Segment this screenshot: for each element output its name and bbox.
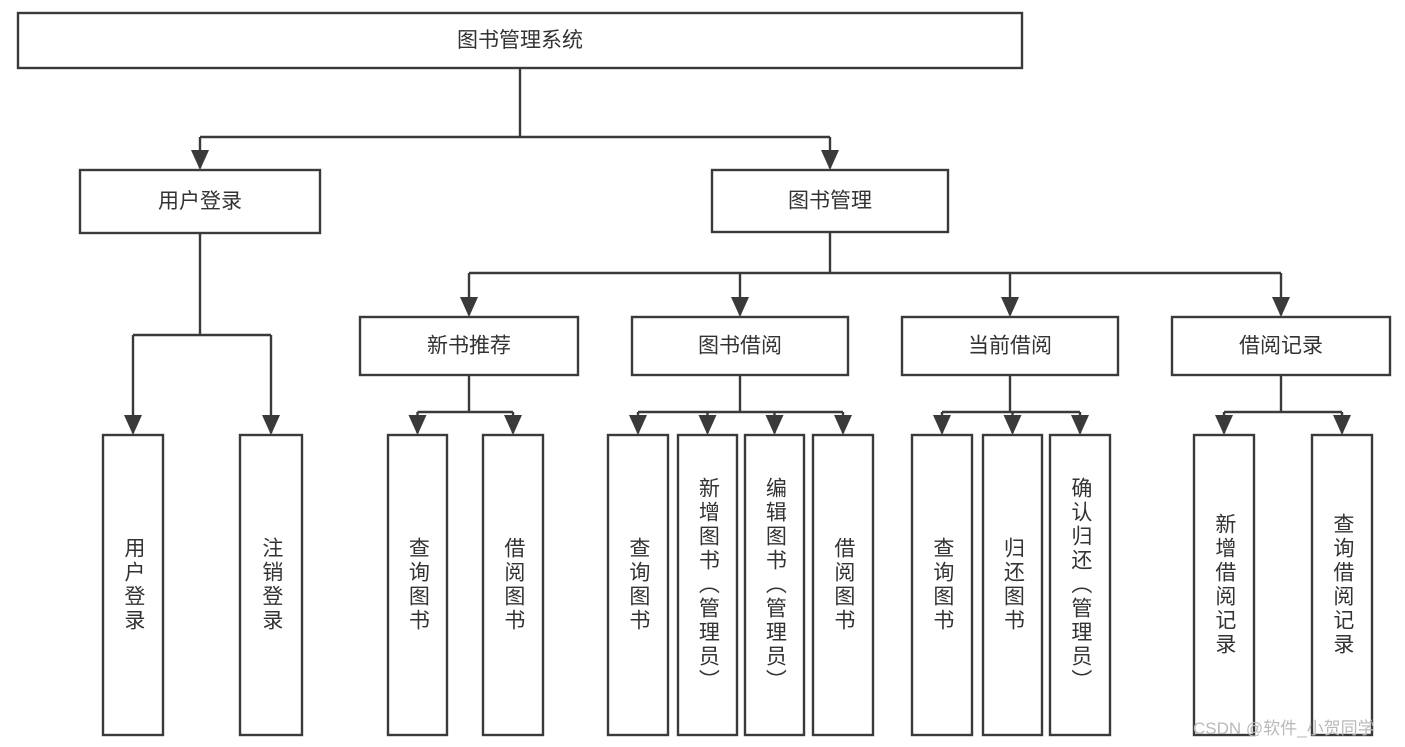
- node-book-borrow[interactable]: [630, 315, 850, 377]
- node-current-borrow-rect[interactable]: [900, 315, 1120, 377]
- connectors-layer: [124, 68, 1351, 435]
- node-book-manage[interactable]: [710, 168, 950, 234]
- node-leaf-query-book-3[interactable]: [910, 433, 974, 737]
- node-root-rect[interactable]: [16, 11, 1024, 70]
- node-leaf-return-book[interactable]: [981, 433, 1044, 737]
- node-new-book-recommend-label: 新书推荐: [427, 335, 511, 358]
- node-root-label: 图书管理系统: [457, 29, 583, 52]
- node-user-login-label: 用户登录: [158, 190, 242, 213]
- arrow-head-icon-current-borrow: [1001, 297, 1019, 317]
- node-new-book-recommend-rect[interactable]: [358, 315, 580, 377]
- arrow-head-icon-leaf-borrow-book-2: [834, 415, 852, 435]
- arrow-head-icon-leaf-edit-book: [765, 415, 784, 435]
- arrow-head-icon-leaf-user-login: [124, 415, 142, 435]
- arrow-head-icon-leaf-query-book-2: [629, 415, 647, 435]
- arrow-head-icon-leaf-confirm-return: [1071, 415, 1089, 435]
- node-leaf-add-book-rect[interactable]: [676, 433, 739, 737]
- node-leaf-query-book-2[interactable]: [606, 433, 670, 737]
- watermark-text: CSDN @软件_小贺同学: [1193, 719, 1375, 738]
- node-leaf-borrow-book-2-rect[interactable]: [811, 433, 875, 737]
- arrow-head-icon-leaf-return-book: [1003, 415, 1022, 435]
- node-user-login[interactable]: [78, 168, 322, 235]
- arrow-head-icon-new-book-recommend: [460, 297, 478, 317]
- node-current-borrow-label: 当前借阅: [968, 335, 1052, 358]
- node-leaf-query-record-rect[interactable]: [1310, 433, 1374, 737]
- arrow-head-icon-leaf-user-logout: [262, 415, 280, 435]
- node-book-manage-label: 图书管理: [788, 190, 872, 213]
- node-leaf-query-book-1[interactable]: [386, 433, 449, 737]
- arrow-head-icon-book-borrow: [731, 297, 749, 317]
- node-leaf-borrow-book-1-rect[interactable]: [481, 433, 545, 737]
- node-leaf-confirm-return[interactable]: [1048, 433, 1112, 737]
- node-leaf-user-login[interactable]: [101, 433, 165, 737]
- node-book-borrow-rect[interactable]: [630, 315, 850, 377]
- node-leaf-user-logout-rect[interactable]: [238, 433, 304, 737]
- node-leaf-borrow-book-2[interactable]: [811, 433, 875, 737]
- node-leaf-add-book[interactable]: [676, 433, 739, 737]
- node-leaf-user-logout[interactable]: [238, 433, 304, 737]
- arrow-head-icon-leaf-query-book-1: [408, 415, 427, 435]
- node-leaf-return-book-rect[interactable]: [981, 433, 1044, 737]
- node-leaf-confirm-return-rect[interactable]: [1048, 433, 1112, 737]
- node-current-borrow[interactable]: [900, 315, 1120, 377]
- node-book-borrow-label: 图书借阅: [698, 335, 782, 358]
- node-leaf-query-record[interactable]: [1310, 433, 1374, 737]
- node-leaf-query-book-2-rect[interactable]: [606, 433, 670, 737]
- node-leaf-query-book-3-rect[interactable]: [910, 433, 974, 737]
- node-borrow-record-rect[interactable]: [1170, 315, 1392, 377]
- node-leaf-add-record[interactable]: [1192, 433, 1256, 737]
- arrow-head-icon-leaf-add-record: [1215, 415, 1233, 435]
- arrow-head-icon-leaf-query-record: [1333, 415, 1351, 435]
- node-root[interactable]: [16, 11, 1024, 70]
- node-leaf-user-login-rect[interactable]: [101, 433, 165, 737]
- arrow-head-icon-leaf-borrow-book-1: [504, 415, 522, 435]
- arrow-head-icon-borrow-record: [1272, 297, 1290, 317]
- arrow-head-icon-leaf-query-book-3: [933, 415, 951, 435]
- node-leaf-query-book-1-rect[interactable]: [386, 433, 449, 737]
- node-borrow-record-label: 借阅记录: [1239, 335, 1323, 358]
- boxes-layer: [16, 11, 1392, 737]
- arrow-head-icon-user-login: [191, 150, 209, 170]
- node-leaf-add-record-rect[interactable]: [1192, 433, 1256, 737]
- node-new-book-recommend[interactable]: [358, 315, 580, 377]
- node-leaf-borrow-book-1[interactable]: [481, 433, 545, 737]
- arrow-head-icon-book-manage: [821, 150, 839, 170]
- arrow-head-icon-leaf-add-book: [698, 415, 717, 435]
- node-leaf-edit-book-rect[interactable]: [743, 433, 806, 737]
- node-leaf-edit-book[interactable]: [743, 433, 806, 737]
- node-user-login-rect[interactable]: [78, 168, 322, 235]
- node-borrow-record[interactable]: [1170, 315, 1392, 377]
- node-book-manage-rect[interactable]: [710, 168, 950, 234]
